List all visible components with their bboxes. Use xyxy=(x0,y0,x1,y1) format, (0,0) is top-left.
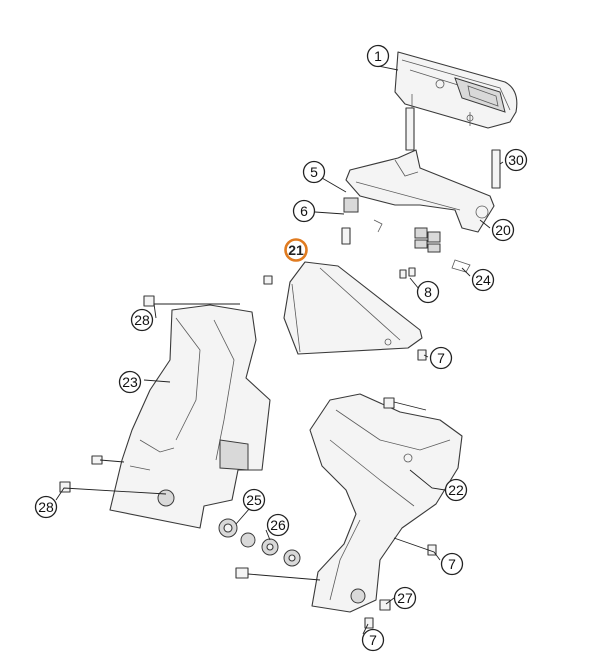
windshield xyxy=(283,261,423,355)
callout-22: 22 xyxy=(444,478,468,502)
callout-25: 25 xyxy=(242,488,266,512)
callout-layer: 1 5 6 30 20 21 24 8 28 7 23 22 25 28 26 7 27 7 xyxy=(34,44,528,652)
callout-number: 28 xyxy=(38,499,54,515)
fasteners-top xyxy=(263,107,501,285)
callout-27: 27 xyxy=(393,586,417,610)
callout-circle xyxy=(34,495,58,519)
callout-circle xyxy=(504,148,528,172)
callout-23: 23 xyxy=(118,370,142,394)
callout-circle xyxy=(130,308,154,332)
callout-number: 23 xyxy=(122,374,138,390)
callout-circle xyxy=(416,280,440,304)
callout-circle xyxy=(366,44,390,68)
callout-7: 7 xyxy=(440,552,464,576)
callout-number: 27 xyxy=(397,590,413,606)
callout-28: 28 xyxy=(130,308,154,332)
callout-number: 7 xyxy=(437,350,445,366)
callout-number: 28 xyxy=(134,312,150,328)
callout-number: 8 xyxy=(424,284,432,300)
callout-7: 7 xyxy=(429,346,453,370)
callout-circle xyxy=(491,218,515,242)
callout-circle xyxy=(361,628,385,652)
callout-number: 24 xyxy=(475,272,491,288)
callout-circle xyxy=(471,268,495,292)
callout-circle xyxy=(118,370,142,394)
callout-circle xyxy=(440,552,464,576)
callout-circle xyxy=(266,513,290,537)
callout-circle xyxy=(302,160,326,184)
callout-number: 25 xyxy=(246,492,262,508)
callout-20: 20 xyxy=(491,218,515,242)
callout-7: 7 xyxy=(361,628,385,652)
callout-28: 28 xyxy=(34,495,58,519)
callout-number: 22 xyxy=(448,482,464,498)
callout-number: 6 xyxy=(300,203,308,219)
callout-8: 8 xyxy=(416,280,440,304)
callout-1: 1 xyxy=(366,44,390,68)
mounting-bracket xyxy=(345,149,495,273)
callout-circle xyxy=(292,199,316,223)
callout-number: 30 xyxy=(508,152,524,168)
callout-number: 21 xyxy=(288,242,304,258)
grommets-and-nuts xyxy=(59,295,437,629)
callout-circle xyxy=(242,488,266,512)
callout-24: 24 xyxy=(471,268,495,292)
callout-number: 5 xyxy=(310,164,318,180)
callout-number: 7 xyxy=(369,632,377,648)
callout-number: 1 xyxy=(374,48,382,64)
leader-lines xyxy=(55,65,504,635)
callout-number: 26 xyxy=(270,517,286,533)
callout-30: 30 xyxy=(504,148,528,172)
callout-circle xyxy=(444,478,468,502)
callout-circle xyxy=(429,346,453,370)
callout-26: 26 xyxy=(266,513,290,537)
callout-number: 7 xyxy=(448,556,456,572)
right-fairing xyxy=(309,393,463,613)
callout-circle xyxy=(393,586,417,610)
left-fairing xyxy=(91,304,271,529)
callout-number: 20 xyxy=(495,222,511,238)
callout-5: 5 xyxy=(302,160,326,184)
callout-6: 6 xyxy=(292,199,316,223)
instrument-cluster xyxy=(394,51,518,129)
callout-circle xyxy=(284,238,308,262)
callout-21: 21 xyxy=(284,238,308,262)
